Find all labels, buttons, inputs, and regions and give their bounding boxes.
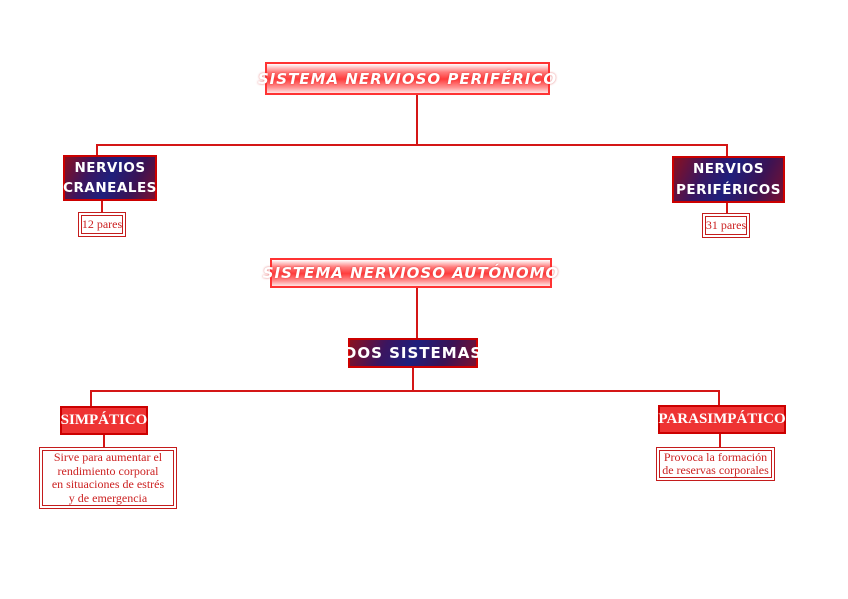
- connector-cranial-drop: [96, 144, 98, 156]
- description-line: rendimiento corporal: [57, 463, 159, 478]
- description-line: Sirve para aumentar el: [53, 450, 163, 464]
- node-label: SIMPÁTICO: [60, 412, 148, 428]
- connector-two-systems-down: [412, 367, 414, 391]
- connector-autonomic-down: [416, 287, 418, 338]
- description-line: y de emergencia: [68, 490, 148, 505]
- description-line: Provoca la formación: [663, 449, 768, 464]
- connector-cranial-to-count: [101, 200, 103, 213]
- node-label: NERVIOS PERIFÉRICOS: [675, 161, 781, 198]
- node-sistema-nervioso-periferico: SISTEMA NERVIOSO PERIFÉRICO: [258, 62, 556, 95]
- description-line: en situaciones de estrés: [51, 477, 165, 491]
- connector-parasympathetic-to-note: [719, 433, 721, 447]
- node-label: SISTEMA NERVIOSO PERIFÉRICO: [257, 69, 558, 88]
- node-simpatico-description: Sirve para aumentar el rendimiento corpo…: [39, 447, 177, 509]
- connector-peripheral-horizontal: [96, 144, 728, 146]
- connector-peripheral-nerves-drop: [726, 144, 728, 157]
- connector-title-peripheral-down: [416, 95, 418, 146]
- connector-parasympathetic-drop: [718, 390, 720, 405]
- node-dos-sistemas: DOS SISTEMAS: [344, 338, 481, 368]
- node-nervios-perifericos: NERVIOS PERIFÉRICOS: [672, 156, 785, 203]
- connector-systems-horizontal: [90, 390, 720, 392]
- node-31-pares: 31 pares: [702, 213, 750, 238]
- connector-sympathetic-to-note: [103, 434, 105, 447]
- node-label: DOS SISTEMAS: [343, 343, 483, 362]
- node-parasimpatico-description: Provoca la formación de reservas corpora…: [656, 447, 775, 481]
- node-12-pares: 12 pares: [78, 212, 126, 237]
- node-simpatico: SIMPÁTICO: [60, 406, 148, 435]
- node-parasimpatico: PARASIMPÁTICO: [658, 405, 786, 434]
- count-label: 12 pares: [81, 216, 123, 231]
- connector-sympathetic-drop: [90, 390, 92, 406]
- node-label: SISTEMA NERVIOSO AUTÓNOMO: [262, 264, 560, 282]
- count-label: 31 pares: [705, 217, 747, 232]
- node-label: PARASIMPÁTICO: [658, 411, 786, 427]
- connector-peripheral-to-count: [726, 202, 728, 214]
- node-nervios-craneales: NERVIOS CRANEALES: [63, 155, 157, 201]
- node-label: NERVIOS CRANEALES: [63, 159, 157, 196]
- description-line: de reservas corporales: [662, 463, 769, 477]
- node-sistema-nervioso-autonomo: SISTEMA NERVIOSO AUTÓNOMO: [263, 258, 558, 288]
